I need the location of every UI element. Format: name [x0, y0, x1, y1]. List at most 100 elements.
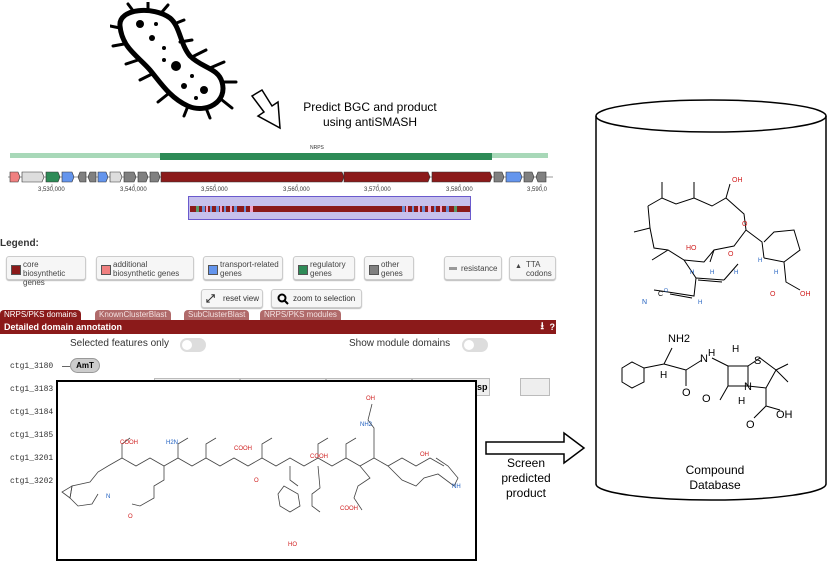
atom-label: O [664, 288, 668, 294]
legend-swatch [298, 265, 308, 275]
zoom-label: zoom to selection [293, 294, 356, 303]
legend-other-label: other genes [381, 260, 403, 278]
predict-line-2: using antiSMASH [322, 115, 418, 129]
atom-label: COOH [310, 454, 328, 460]
gene-label: ctg1_3183 [10, 385, 54, 394]
coord-label: 3,550,000 [201, 187, 228, 193]
legend-swatch [101, 265, 111, 275]
legend-tta[interactable]: ▲TTA codons [509, 256, 556, 280]
atom-label: OH [776, 409, 793, 421]
atom-label: S [754, 355, 761, 367]
gene-label: ctg1_3185 [10, 431, 54, 440]
atom-label: H [690, 270, 694, 276]
tta-icon: ▲ [515, 263, 522, 270]
atom-label: NH2 [360, 422, 373, 428]
expand-icon: ⤢ [206, 293, 215, 305]
zoom-to-selection-button[interactable]: zoom to selection [271, 289, 362, 308]
selected-features-label: Selected features only [70, 338, 169, 349]
legend-core-label: core biosynthetic genes [23, 260, 66, 287]
atom-label: COOH [120, 440, 138, 446]
database-line-1: Compound [685, 463, 745, 477]
atom-label: O [742, 221, 748, 228]
tab-knownclusterblast[interactable]: KnownClusterBlast [95, 310, 171, 320]
tab-nrps-pks-domains[interactable]: NRPS/PKS domains [0, 310, 81, 320]
legend-core[interactable]: core biosynthetic genes [6, 256, 86, 287]
atom-label: NH [452, 484, 461, 490]
coord-label: 3,570,000 [364, 187, 391, 193]
legend-title: Legend: [0, 238, 39, 249]
zoomed-gene-track [190, 206, 470, 212]
atom-label: HO [686, 245, 697, 252]
gene-line [62, 366, 70, 367]
predict-line-1: Predict BGC and product [303, 100, 437, 114]
atom-label: O [254, 478, 259, 484]
legend-resistance-label: resistance [461, 264, 498, 273]
atom-label: H [708, 348, 715, 359]
gene-label: ctg1_3184 [10, 408, 54, 417]
atom-label: O [746, 419, 755, 431]
coord-label: 3,580,000 [446, 187, 473, 193]
atom-label: H [698, 300, 702, 306]
domain-stub[interactable] [520, 378, 550, 396]
atom-label: H [758, 258, 762, 264]
coord-label: 3,540,000 [120, 187, 147, 193]
predict-label: Predict BGC and product using antiSMASH [290, 100, 450, 130]
domain-amt[interactable]: AmT [70, 358, 100, 373]
database-icon [595, 99, 827, 501]
screen-label: Screen predicted product [488, 456, 564, 501]
atom-label: C [658, 291, 663, 298]
legend-regulatory-label: regulatory genes [310, 260, 346, 278]
atom-label: H [732, 344, 739, 355]
atom-label: OH [732, 177, 743, 184]
gene-label: ctg1_3202 [10, 477, 54, 486]
atom-label: O [702, 393, 711, 405]
legend-swatch [369, 265, 379, 275]
screen-line-2: predicted [501, 471, 551, 485]
arrow-right-icon [485, 431, 586, 465]
coord-label: 3,560,000 [283, 187, 310, 193]
legend-additional-label: additional biosynthetic genes [113, 260, 180, 278]
predicted-structure-popup: COOH H2N O HO NH2 OH N NH COOH COOH COOH… [56, 380, 477, 561]
reset-view-button[interactable]: ⤢ reset view [201, 289, 263, 308]
help-icon[interactable]: ? [549, 322, 556, 332]
legend-transport[interactable]: transport-related genes [203, 256, 283, 280]
atom-label: O [770, 291, 776, 298]
legend-transport-label: transport-related genes [220, 260, 279, 278]
gene-label: ctg1_3180 [10, 362, 54, 371]
region-nrps-bar[interactable] [160, 153, 492, 160]
screen-line-3: product [505, 486, 547, 500]
penicillin-structure: NH2 H N H H S N H O O OH O [621, 333, 793, 431]
atom-label: COOH [340, 506, 358, 512]
coord-label: 3,530,000 [38, 187, 65, 193]
atom-label: N [700, 353, 708, 365]
atom-label: OH [800, 291, 811, 298]
legend-additional[interactable]: additional biosynthetic genes [96, 256, 194, 280]
legend-swatch [11, 265, 21, 275]
atom-label: H [738, 396, 745, 407]
bacterium-icon [110, 2, 238, 120]
module-domains-toggle[interactable] [462, 338, 488, 352]
atom-label: O [682, 387, 691, 399]
legend-other[interactable]: other genes [364, 256, 414, 280]
legend-resistance[interactable]: resistance [444, 256, 502, 280]
legend-regulatory[interactable]: regulatory genes [293, 256, 355, 280]
reset-view-label: reset view [223, 294, 260, 303]
screen-line-1: Screen [506, 456, 546, 470]
download-icon[interactable]: ⭳ [540, 321, 545, 332]
coord-label: 3,590,0 [527, 187, 548, 193]
macrolide-structure: OH O O HO H H H H H H O OH N C O [633, 177, 811, 306]
database-label: Compound Database [660, 463, 770, 493]
atom-label: H [734, 270, 738, 276]
tab-subclusterblast[interactable]: SubClusterBlast [184, 310, 250, 320]
region-label: NRPS [310, 145, 324, 151]
domain-annotation-title: Detailed domain annotation [4, 322, 123, 332]
tab-nrps-pks-modules[interactable]: NRPS/PKS modules [260, 310, 341, 320]
atom-label: N [106, 494, 111, 500]
gene-label: ctg1_3201 [10, 454, 54, 463]
legend-swatch [208, 265, 218, 275]
database-line-2: Database [689, 478, 741, 492]
atom-label: H [710, 270, 714, 276]
atom-label: COOH [234, 446, 252, 452]
selected-features-toggle[interactable] [180, 338, 206, 352]
atom-label: NH2 [668, 333, 690, 345]
